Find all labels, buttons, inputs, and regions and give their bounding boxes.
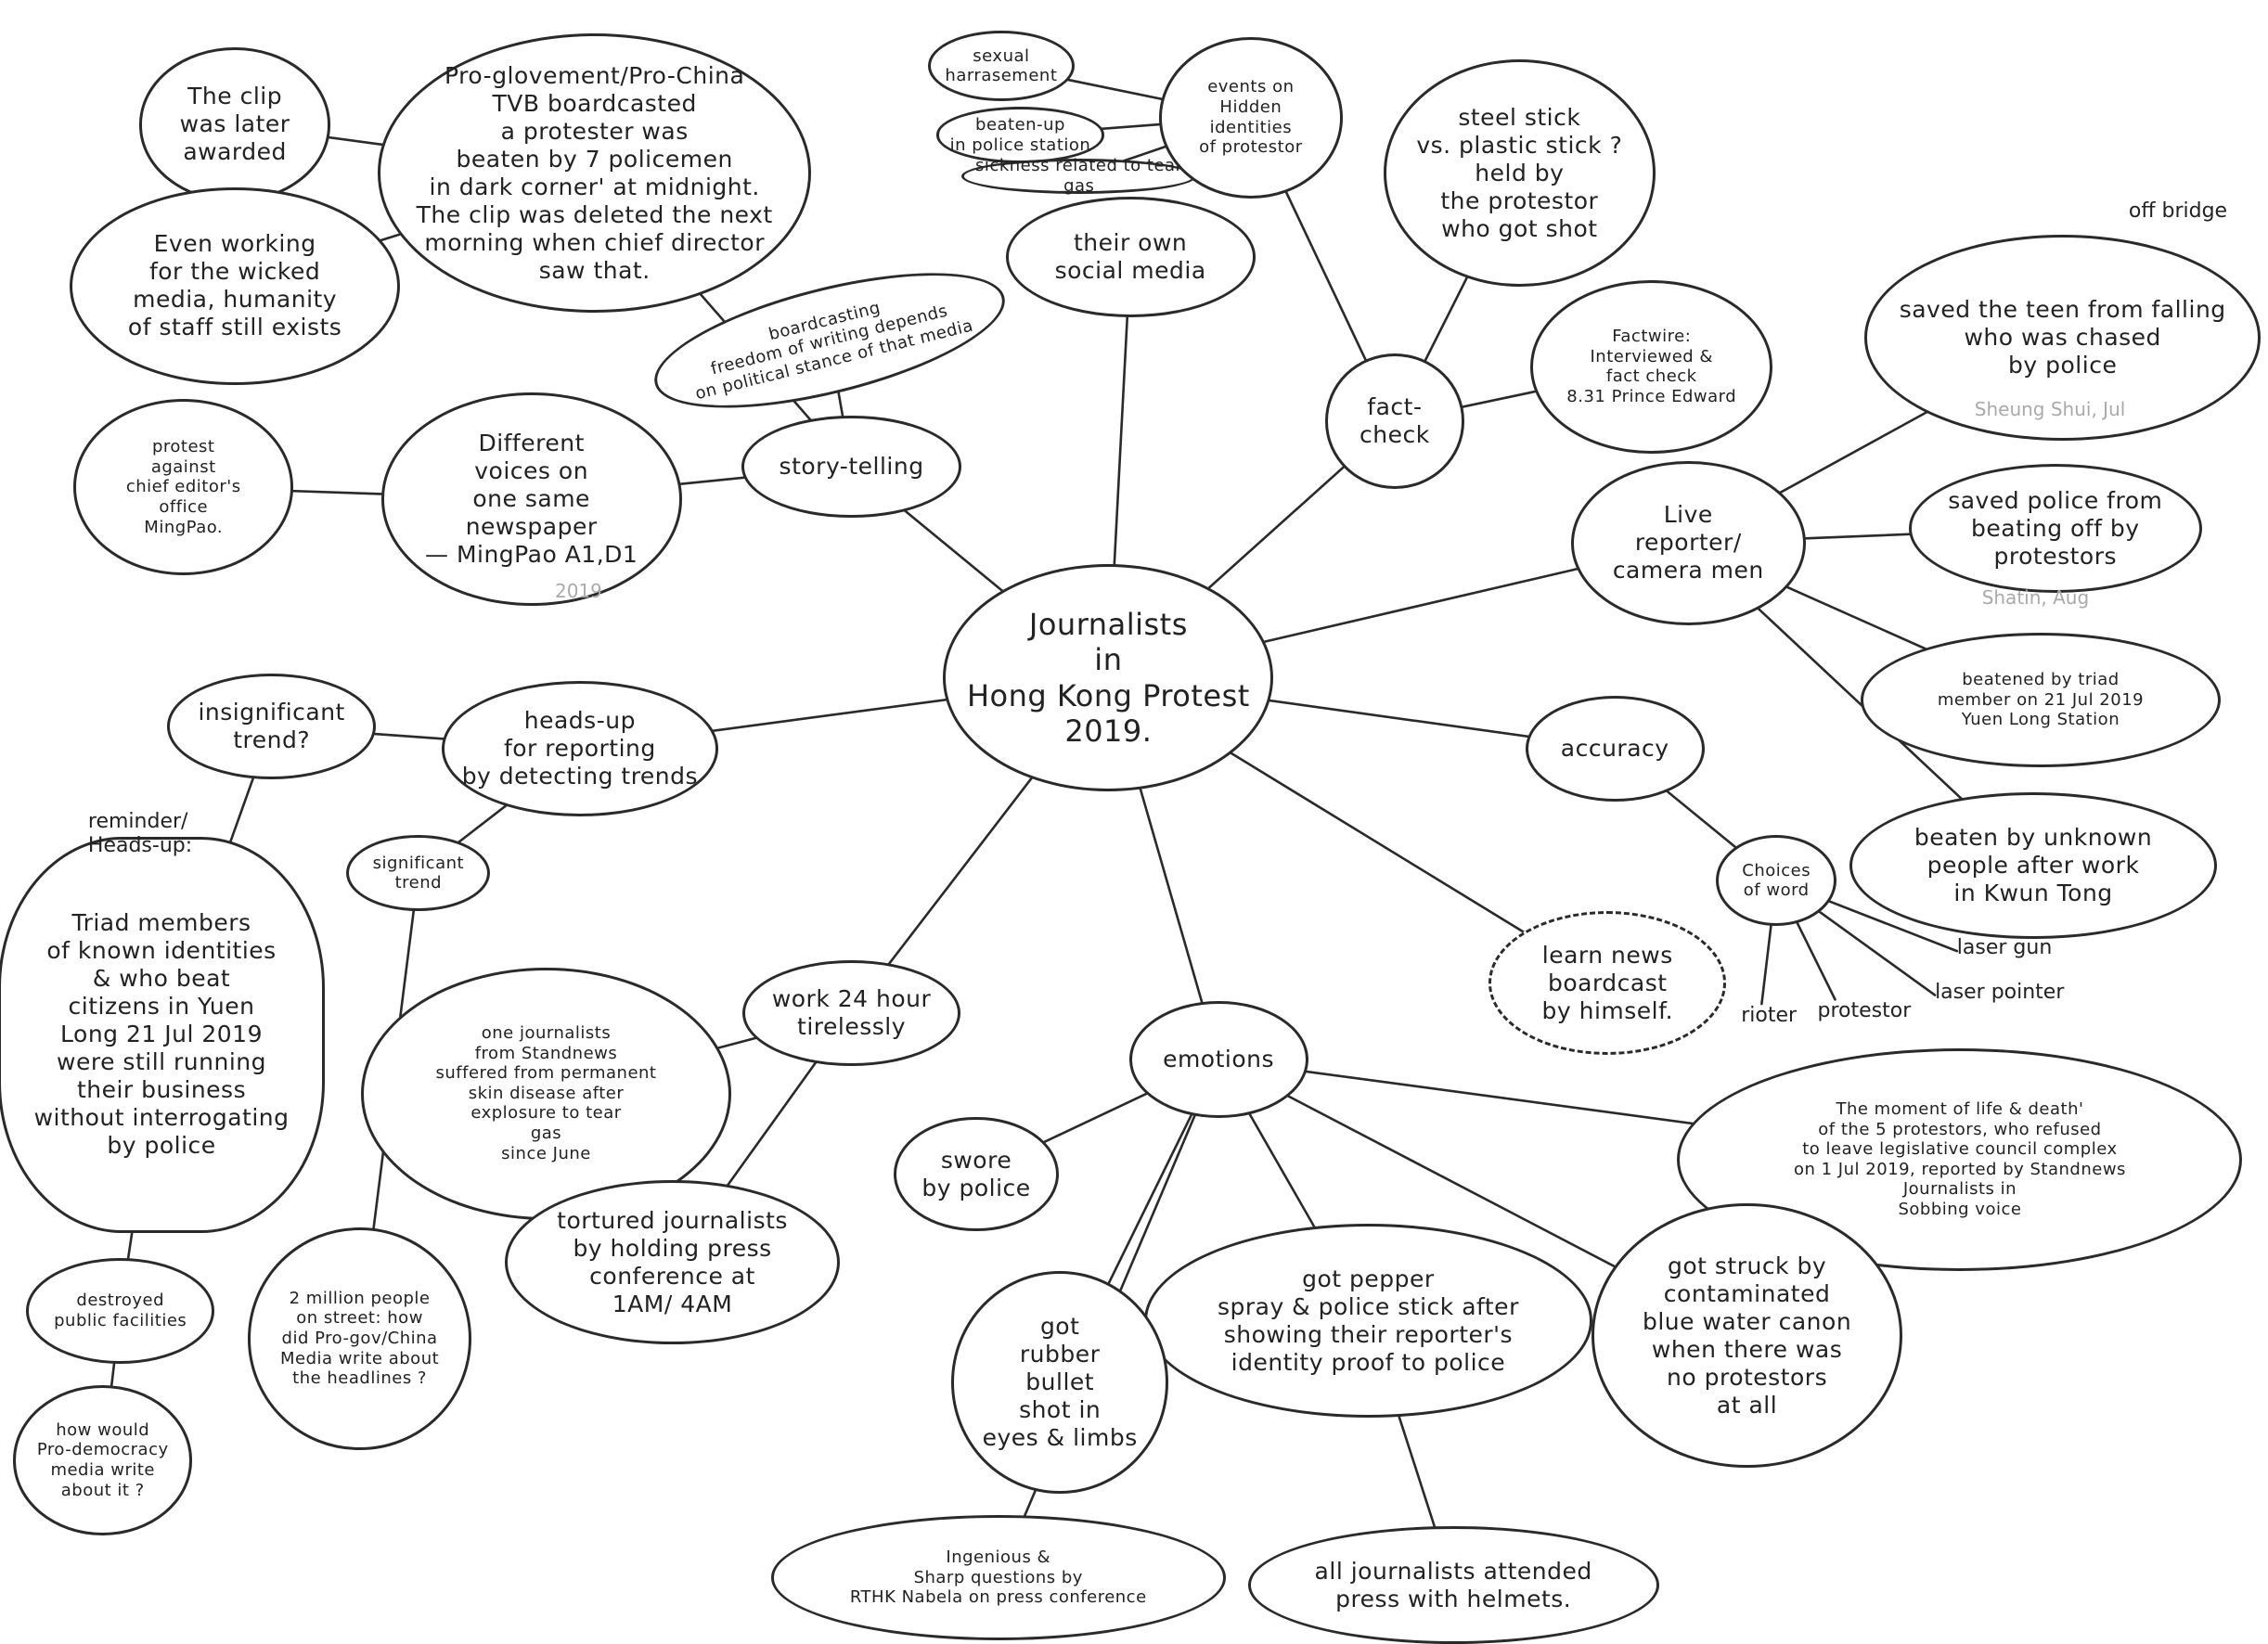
label-protestor: protestor: [1817, 999, 1912, 1023]
node-text: 2 million people on street: how did Pro-…: [279, 1288, 440, 1389]
node-insignificant: insignificant trend?: [167, 674, 376, 780]
node-text: saved police from beating off by protest…: [1948, 486, 2163, 570]
node-text: insignificant trend?: [198, 699, 345, 754]
node-text: steel stick vs. plastic stick ? held by …: [1416, 103, 1623, 242]
node-saved-teen: saved the teen from falling who was chas…: [1864, 235, 2262, 441]
node-text: beaten-up in police station: [949, 114, 1091, 155]
node-text: saved the teen from falling who was chas…: [1899, 295, 2226, 379]
node-text: Even working for the wicked media, human…: [127, 230, 342, 341]
node-text: all journalists attended press with helm…: [1314, 1557, 1592, 1612]
node-text: events on Hidden identities of protestor: [1199, 77, 1303, 158]
node-work24: work 24 hour tirelessly: [742, 959, 960, 1066]
node-emotions: emotions: [1128, 1000, 1308, 1119]
node-text: protest against chief editor's office Mi…: [125, 437, 241, 537]
label-reminder: reminder/ Heads-up:: [87, 810, 193, 857]
node-text: Choices of word: [1742, 860, 1811, 901]
node-text: swore by police: [921, 1146, 1031, 1201]
node-beaten-ps: beaten-up in police station: [935, 107, 1105, 163]
node-text: accuracy: [1560, 734, 1669, 762]
node-different-voices: Different voices on one same newspaper —…: [380, 392, 682, 606]
node-text: Different voices on one same newspaper —…: [425, 429, 638, 568]
node-story-telling: story-telling: [741, 415, 962, 519]
label-off-bridge: off bridge: [2128, 199, 2228, 224]
node-text: one journalists from Standnews suffered …: [435, 1023, 657, 1163]
node-heads-up: heads-up for reporting by detecting tren…: [442, 681, 718, 816]
node-steel-stick: steel stick vs. plastic stick ? held by …: [1384, 59, 1656, 288]
node-accuracy: accuracy: [1525, 695, 1705, 802]
node-pepper: got pepper spray & police stick after sh…: [1144, 1224, 1592, 1419]
node-triad-members: Triad members of known identities & who …: [0, 836, 325, 1233]
node-learn-news: learn news boardcast by himself.: [1488, 911, 1727, 1056]
node-protest-against: protest against chief editor's office Mi…: [73, 399, 294, 576]
node-text: work 24 hour tirelessly: [771, 984, 932, 1040]
label-laser-pointer: laser pointer: [1935, 980, 2065, 1004]
node-text: learn news boardcast by himself.: [1541, 941, 1674, 1024]
node-text: significant trend: [372, 853, 465, 893]
node-text: got pepper spray & police stick after sh…: [1217, 1265, 1519, 1376]
label-shatin: Shatin, Aug: [1981, 585, 2090, 609]
node-destroyed: destroyed public facilities: [26, 1257, 214, 1364]
node-text: The clip was later awarded: [179, 83, 290, 166]
label-rioter: rioter: [1741, 1004, 1798, 1028]
node-factwire: Factwire: Interviewed & fact check 8.31 …: [1530, 280, 1773, 454]
label-sheung-shui: Sheung Shui, Jul: [1974, 398, 2126, 421]
node-text: emotions: [1163, 1046, 1275, 1073]
node-got-struck: got struck by contaminated blue water ca…: [1591, 1203, 1903, 1468]
node-text: beaten by unknown people after work in K…: [1914, 824, 2153, 907]
label-laser-gun: laser gun: [1956, 936, 2053, 960]
node-live-reporter: Live reporter/ camera men: [1570, 460, 1806, 625]
node-how-would: how would Pro-democracy media write abou…: [13, 1385, 193, 1535]
node-sickness: sickness related to tear gas: [961, 156, 1197, 196]
node-text: Factwire: Interviewed & fact check 8.31 …: [1566, 327, 1737, 407]
node-progov: Pro-glovement/Pro-China TVB boardcasted …: [378, 33, 812, 313]
node-fact-check: fact- check: [1324, 353, 1465, 489]
node-text: The moment of life & death' of the 5 pro…: [1793, 1098, 2126, 1219]
node-center: Journalists in Hong Kong Protest 2019.: [943, 564, 1274, 792]
node-text: got struck by contaminated blue water ca…: [1642, 1252, 1852, 1419]
node-text: sickness related to tear gas: [975, 156, 1183, 196]
node-text: sexual harrasement: [945, 45, 1058, 86]
node-rubber: got rubber bullet shot in eyes & limbs: [951, 1271, 1169, 1495]
node-choices-word: Choices of word: [1716, 835, 1837, 927]
node-swore: swore by police: [894, 1116, 1059, 1232]
node-text: beatened by triad member on 21 Jul 2019 …: [1937, 670, 2145, 730]
node-saved-police: saved police from beating off by protest…: [1908, 463, 2202, 594]
node-text: their own social media: [1054, 228, 1206, 284]
node-text: destroyed public facilities: [54, 1291, 187, 1330]
node-text: Journalists in Hong Kong Protest 2019.: [966, 607, 1250, 750]
node-text: how would Pro-democracy media write abou…: [36, 1419, 169, 1500]
node-tortured: tortured journalists by holding press co…: [505, 1179, 840, 1345]
node-significant: significant trend: [346, 835, 491, 912]
node-text: Ingenious & Sharp questions by RTHK Nabe…: [849, 1548, 1147, 1608]
node-one-journalist: one journalists from Standnews suffered …: [361, 967, 731, 1220]
label-year-2019: 2019: [554, 580, 602, 603]
node-sexual: sexual harrasement: [927, 31, 1075, 102]
node-text: heads-up for reporting by detecting tren…: [461, 706, 699, 790]
node-text: Triad members of known identities & who …: [33, 909, 290, 1160]
node-clip-awarded: The clip was later awarded: [139, 47, 330, 202]
node-text: Pro-glovement/Pro-China TVB boardcasted …: [416, 61, 773, 284]
node-all-journalists: all journalists attended press with helm…: [1247, 1526, 1659, 1644]
node-events-hidden: events on Hidden identities of protestor: [1158, 36, 1343, 199]
node-text: Live reporter/ camera men: [1612, 501, 1764, 584]
node-beaten-unknown: beaten by unknown people after work in K…: [1849, 792, 2217, 940]
node-beaten-triad: beatened by triad member on 21 Jul 2019 …: [1861, 632, 2221, 768]
node-social-media: their own social media: [1005, 196, 1256, 317]
node-two-million: 2 million people on street: how did Pro-…: [248, 1227, 471, 1450]
node-ingenious: Ingenious & Sharp questions by RTHK Nabe…: [770, 1515, 1226, 1640]
node-text: story-telling: [779, 453, 924, 481]
node-text: fact- check: [1360, 393, 1430, 449]
node-text: got rubber bullet shot in eyes & limbs: [982, 1313, 1138, 1452]
node-even-working: Even working for the wicked media, human…: [70, 186, 401, 386]
node-text: tortured journalists by holding press co…: [557, 1206, 788, 1317]
